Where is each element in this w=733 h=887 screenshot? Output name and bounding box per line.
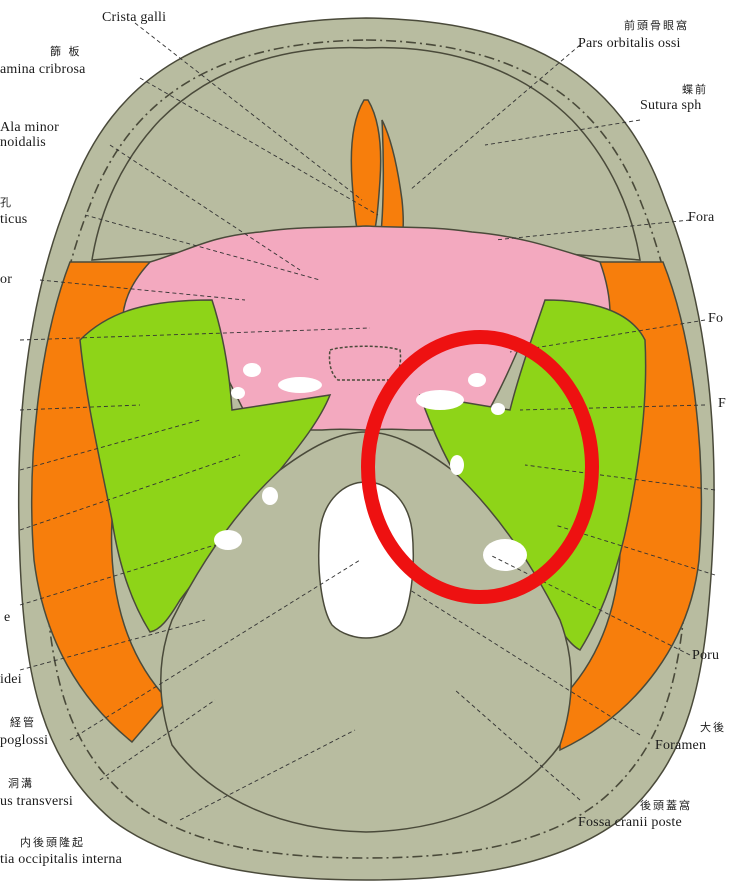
foramen-spinosum-right <box>450 455 464 475</box>
label-ala-minor-2: noidalis <box>0 135 46 150</box>
label-f: F <box>718 396 726 411</box>
label-sutura: Sutura sph <box>640 98 702 113</box>
label-foramen-jp: 大後 <box>700 720 726 735</box>
label-poru: Poru <box>692 648 719 663</box>
jugular-foramen-right <box>483 539 527 571</box>
foramen-spinosum-left <box>262 487 278 505</box>
label-opticus: ticus <box>0 212 27 227</box>
label-crista-galli: Crista galli <box>102 10 166 25</box>
label-lamina-jp: 篩 板 <box>50 44 82 59</box>
label-transversi: us transversi <box>0 794 73 809</box>
label-pars-orbitalis-jp: 前頭骨眼窩 <box>624 18 689 33</box>
label-fora: Fora <box>688 210 714 225</box>
label-e: e <box>4 610 10 625</box>
label-ala-minor-1: Ala minor <box>0 120 59 135</box>
label-fossa: Fossa cranii poste <box>578 815 682 830</box>
foramen-ovale-right <box>491 403 505 415</box>
label-sutura-jp: 蝶前 <box>682 82 708 97</box>
label-fo: Fo <box>708 311 723 326</box>
label-fossa-jp: 後頭蓋窩 <box>640 798 692 813</box>
label-occipitalis: tia occipitalis interna <box>0 852 122 867</box>
foramen-rotundum-left <box>243 363 261 377</box>
label-occipitalis-jp: 内後頭隆起 <box>20 835 85 850</box>
label-foramen: Foramen <box>655 738 706 753</box>
foramen-lacerum-left <box>278 377 322 393</box>
label-lamina-cribrosa: amina cribrosa <box>0 62 86 77</box>
label-idei: idei <box>0 672 22 687</box>
label-transversi-jp: 洞溝 <box>8 776 34 791</box>
foramen-rotundum-right <box>468 373 486 387</box>
crista-galli <box>351 100 380 240</box>
label-opticus-jp: 孔 <box>0 195 13 210</box>
sella-turcica <box>329 346 400 380</box>
label-pars-orbitalis: Pars orbitalis ossi <box>578 36 681 51</box>
label-hypoglossi-jp: 経管 <box>10 715 36 730</box>
label-or: or <box>0 272 12 287</box>
foramen-lacerum-right <box>416 390 464 410</box>
foramen-ovale-left <box>231 387 245 399</box>
label-hypoglossi: poglossi <box>0 733 48 748</box>
jugular-foramen-left <box>214 530 242 550</box>
